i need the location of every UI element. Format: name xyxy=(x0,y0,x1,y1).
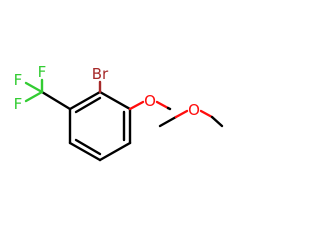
bond-c3-o1 xyxy=(128,100,145,111)
atom-br: Br xyxy=(92,65,109,83)
bond-c2-c3 xyxy=(98,90,132,111)
bond-c5-c6 xyxy=(68,141,102,162)
bond-c1-c2 xyxy=(68,90,102,111)
bond-o2-ch3 xyxy=(199,109,214,119)
bond-cf3-f-bottom xyxy=(24,90,44,103)
bond-c1-cf3 xyxy=(40,90,72,111)
structure-diagram: Br O O F F F xyxy=(14,63,224,162)
bond-o1-ch2 xyxy=(155,100,170,110)
atom-o2: O xyxy=(188,101,200,119)
atom-f-top: F xyxy=(38,63,47,81)
double-bond-c5-c6 xyxy=(74,138,102,156)
double-bond-c1-c2 xyxy=(74,96,102,114)
bond-ch2 xyxy=(166,106,172,111)
atom-f-bottom: F xyxy=(14,95,23,113)
bond-c4-c5 xyxy=(98,141,132,162)
bond-cf3-f-left xyxy=(24,81,44,94)
atom-o1: O xyxy=(144,92,156,110)
benzene-ring xyxy=(68,90,132,162)
atom-f-left: F xyxy=(14,71,23,89)
bond-ch2-o2-b xyxy=(174,109,189,119)
bond-ch3 xyxy=(210,115,224,128)
bond-ch2-o2-a xyxy=(158,115,178,128)
